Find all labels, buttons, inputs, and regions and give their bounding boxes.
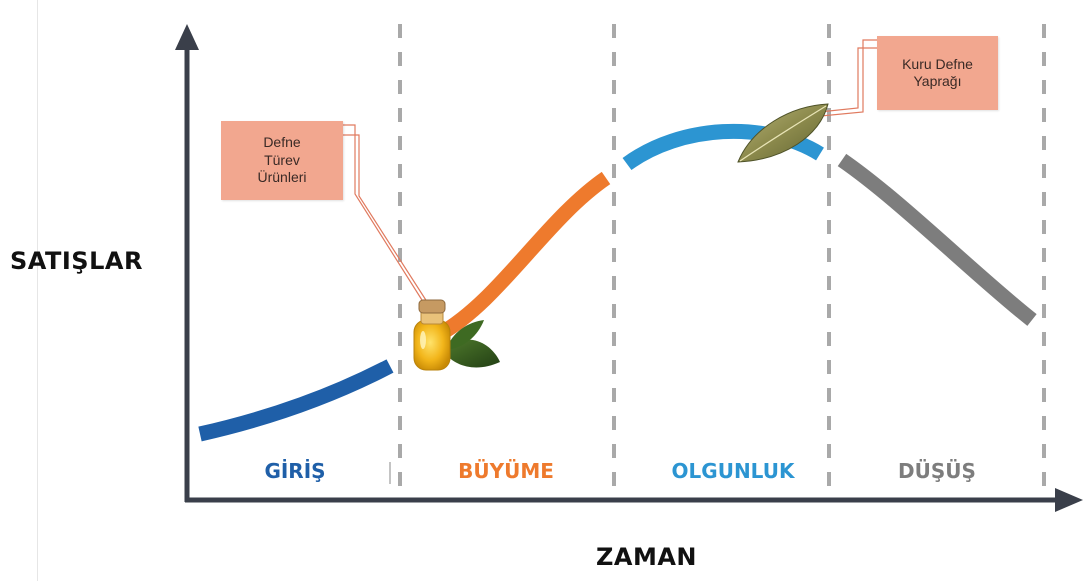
bay-leaf-vein <box>739 105 827 162</box>
leader-kuru-inner <box>799 47 877 115</box>
stage-label-buyume: BÜYÜME <box>458 459 554 483</box>
stage-label-olgunluk: OLGUNLUK <box>671 459 795 483</box>
bottle-highlight <box>420 331 426 349</box>
axes <box>175 24 1083 512</box>
callout-derivative-products: Defne Türev Ürünleri <box>221 121 343 200</box>
x-axis-label: ZAMAN <box>596 543 698 571</box>
callout-leaders <box>343 39 877 309</box>
y-axis-label: SATIŞLAR <box>10 247 143 275</box>
leader-kuru <box>799 39 877 119</box>
leader-turev <box>343 124 428 309</box>
y-axis-arrow-icon <box>175 24 199 50</box>
life-cycle-curve <box>198 123 1037 442</box>
bay-leaf-icon <box>737 103 829 163</box>
stage-label-giris: GİRİŞ <box>264 459 326 483</box>
callout-dried-bay-leaf-text: Kuru Defne Yaprağı <box>902 55 973 90</box>
bottle-body <box>413 319 451 371</box>
x-axis-arrow-icon <box>1055 488 1083 512</box>
oil-bottle-icon <box>413 299 500 371</box>
callout-derivative-products-text: Defne Türev Ürünleri <box>257 134 307 186</box>
curve-segment-buyume <box>436 171 611 341</box>
leader-turev-inner <box>343 134 432 309</box>
stage-dividers <box>389 24 1046 500</box>
curve-segment-dusus <box>837 153 1037 326</box>
green-leaf-small-icon <box>446 320 484 350</box>
callout-dried-bay-leaf: Kuru Defne Yaprağı <box>877 36 998 110</box>
bottle-cork <box>418 299 446 314</box>
stage-label-dusus: DÜŞÜŞ <box>898 459 976 483</box>
curve-segment-giris <box>198 359 394 442</box>
left-border-line <box>37 0 38 581</box>
